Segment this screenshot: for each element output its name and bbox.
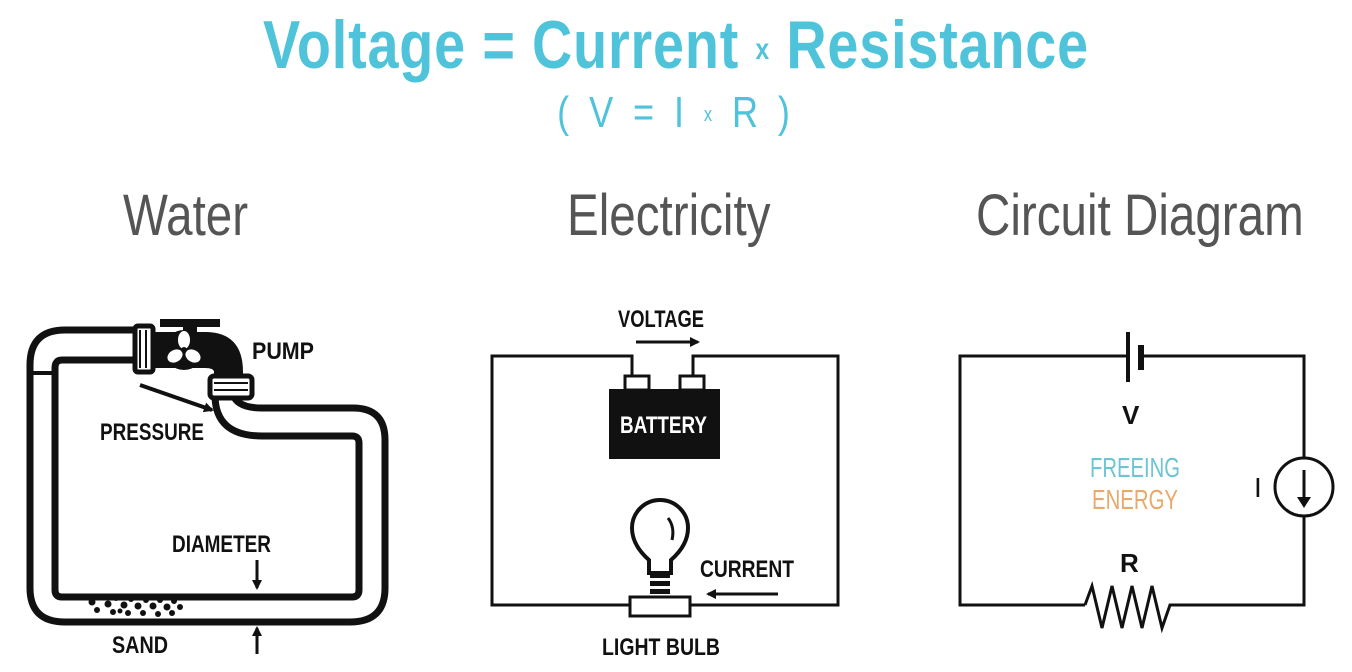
battery-icon — [609, 374, 720, 459]
subtitle-equals: = — [633, 88, 660, 137]
sand-particles — [85, 594, 183, 617]
battery-symbol-icon — [1126, 332, 1144, 382]
pressure-label: PRESSURE — [100, 419, 204, 446]
section-electricity-heading: Electricity — [567, 183, 771, 248]
light-bulb-icon — [628, 498, 692, 618]
equation-subtitle: ( V = I x R ) — [122, 88, 1231, 138]
energy-label: ENERGY — [1092, 484, 1178, 515]
equation-title: Voltage = Current x Resistance — [122, 6, 1231, 84]
subtitle-r: R — [731, 88, 763, 137]
subtitle-times: x — [703, 103, 717, 126]
battery-label: BATTERY — [620, 412, 707, 439]
diameter-label: DIAMETER — [172, 531, 271, 558]
water-pipe-outer — [26, 326, 389, 626]
title-current: Current — [532, 7, 740, 83]
subtitle-v: V — [589, 88, 619, 137]
light-bulb-label: LIGHT BULB — [602, 634, 720, 661]
title-voltage: Voltage — [263, 7, 467, 83]
section-circuit-heading: Circuit Diagram — [976, 183, 1304, 248]
current-source-icon — [1273, 456, 1335, 518]
current-symbol-label: I — [1254, 472, 1262, 503]
title-equals: = — [482, 7, 516, 83]
water-pipe-inner — [51, 356, 363, 601]
subtitle-i: I — [673, 88, 689, 137]
current-label: CURRENT — [700, 556, 794, 583]
pump-faucet-icon — [132, 319, 255, 401]
pump-label: PUMP — [252, 338, 314, 365]
voltage-label: VOLTAGE — [618, 306, 704, 333]
sand-label: SAND — [112, 632, 168, 659]
resistor-icon — [1083, 580, 1175, 634]
section-water-heading: Water — [123, 183, 249, 248]
electricity-diagram: BATTERY VOLTAGE CURRENT LIGHT BULB — [490, 306, 840, 661]
water-diagram: PUMP PRESSURE DIAMETER SAND — [26, 319, 389, 659]
subtitle-open-paren: ( — [557, 88, 575, 137]
resistance-symbol-label: R — [1120, 548, 1139, 578]
circuit-diagram: V I R FREEING ENERGY — [958, 332, 1335, 634]
freeing-label: FREEING — [1090, 452, 1180, 483]
circuit-wire — [958, 354, 1306, 607]
voltage-symbol-label: V — [1122, 400, 1140, 430]
title-times: x — [755, 33, 770, 67]
pressure-arrow — [139, 383, 214, 413]
title-resistance: Resistance — [786, 7, 1089, 83]
subtitle-close-paren: ) — [777, 88, 795, 137]
